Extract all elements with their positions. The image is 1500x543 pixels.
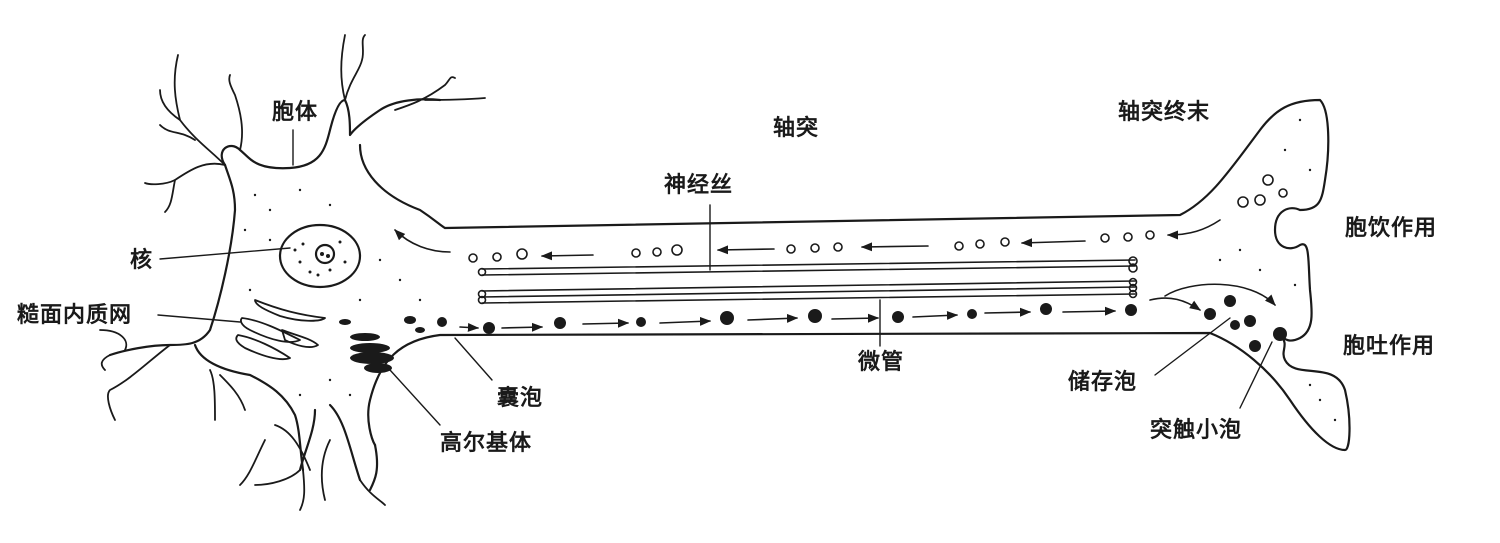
label-nucleus: 核: [130, 248, 154, 273]
terminal-vesicles: [1237, 174, 1288, 208]
dendrites: [99, 34, 486, 511]
label-vesicle: 囊泡: [497, 386, 544, 411]
label-synaptic-vesicle: 突触小泡: [1150, 418, 1243, 443]
golgi-shape: [339, 316, 425, 373]
label-cell-body: 胞体: [272, 100, 319, 125]
label-golgi: 高尔基体: [440, 431, 533, 456]
label-axon-terminal: 轴突终末: [1118, 100, 1211, 125]
nucleus-shape: [278, 223, 362, 289]
label-rough-er: 糙面内质网: [17, 303, 133, 328]
label-neurofilament: 神经丝: [664, 173, 734, 198]
label-pinocytosis: 胞饮作用: [1345, 216, 1438, 241]
neurofilaments: [477, 256, 1138, 305]
cytoplasm-stipple: [243, 118, 1337, 422]
retrograde-flow: [394, 219, 1221, 263]
label-microtubule: 微管: [858, 350, 905, 375]
label-axon: 轴突: [773, 116, 820, 141]
label-exocytosis: 胞吐作用: [1343, 334, 1436, 359]
label-storage-vesicle: 储存泡: [1068, 370, 1138, 395]
anterograde-flow: [437, 283, 1287, 352]
leader-lines: [157, 129, 1273, 426]
rough-er-shape: [235, 299, 326, 361]
cell-body-outline: [108, 98, 1351, 492]
